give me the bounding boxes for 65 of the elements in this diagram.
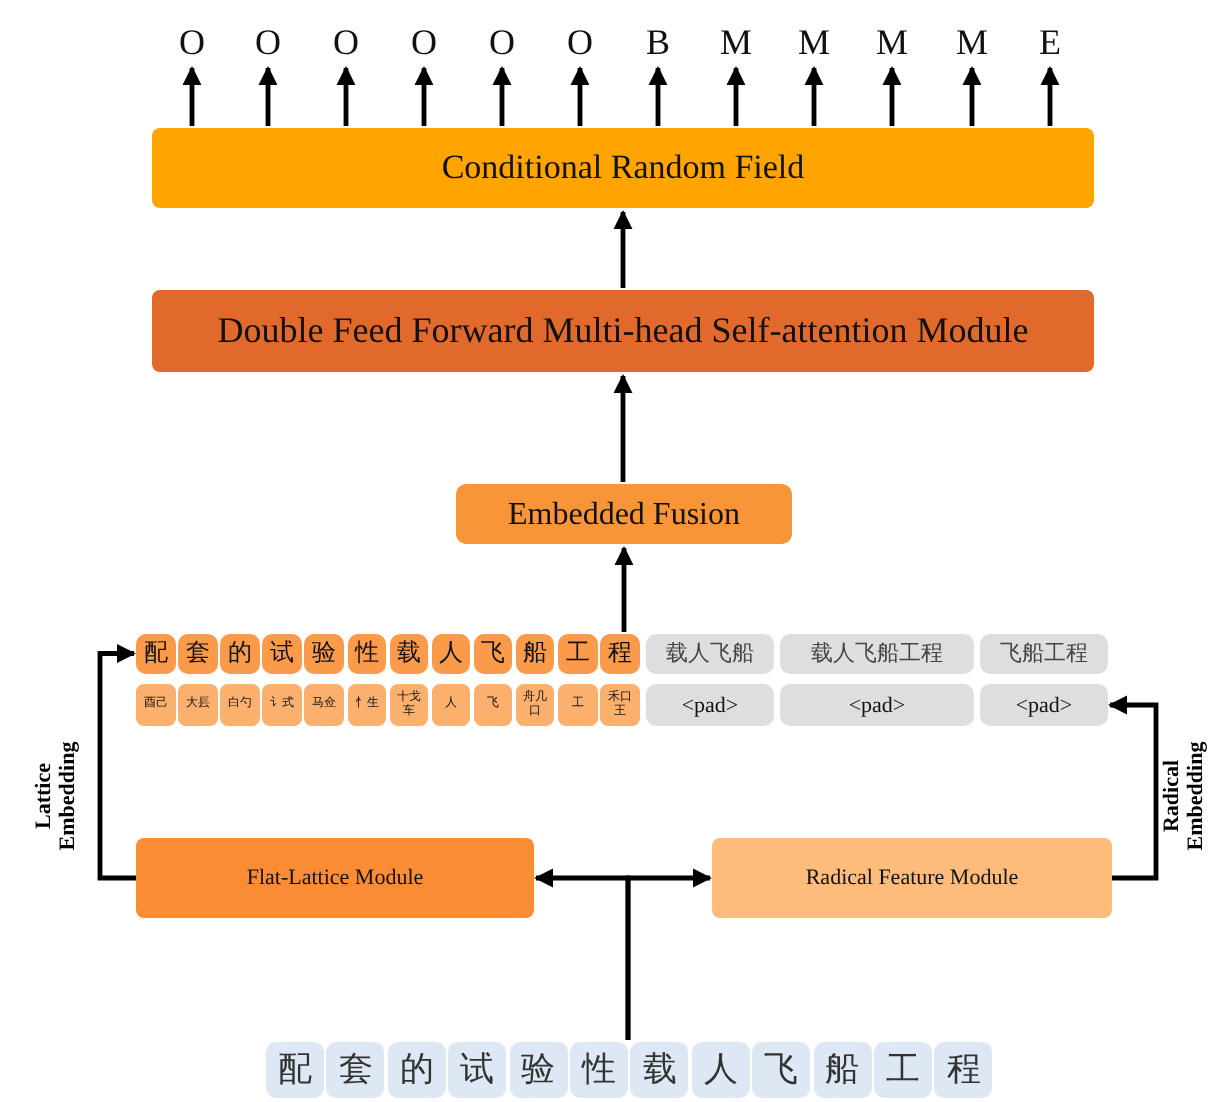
- crf-box: Conditional Random Field: [152, 128, 1094, 208]
- arrow: [613, 374, 633, 482]
- input-character: 性: [570, 1042, 628, 1098]
- character-token: 飞: [473, 634, 513, 673]
- arrow: [1040, 66, 1060, 126]
- word-token: 飞船工程: [980, 634, 1108, 673]
- arrow: [258, 66, 278, 126]
- output-tag: M: [718, 20, 754, 64]
- output-tag: E: [1032, 20, 1068, 64]
- output-tag: O: [250, 20, 286, 64]
- character-token: 性: [347, 634, 386, 673]
- output-tag: O: [328, 20, 364, 64]
- pad-token: <pad>: [980, 684, 1108, 726]
- arrow: [613, 210, 633, 288]
- module-box: Radical Feature Module: [712, 838, 1112, 918]
- character-token: 载: [389, 634, 429, 673]
- character-token: 验: [304, 634, 344, 673]
- output-tag: O: [484, 20, 520, 64]
- character-token: 人: [431, 634, 471, 673]
- input-character: 程: [934, 1042, 993, 1098]
- arrow: [726, 66, 746, 126]
- character-token: 的: [220, 634, 260, 673]
- character-token: 套: [178, 634, 218, 673]
- character-token: 工: [558, 634, 597, 673]
- output-tag: M: [796, 20, 832, 64]
- input-character: 配: [266, 1042, 324, 1098]
- character-token: 试: [262, 634, 302, 673]
- word-token: 载人飞船工程: [780, 634, 974, 673]
- output-tag: M: [954, 20, 990, 64]
- character-token: 船: [515, 634, 555, 673]
- character-token: 程: [600, 634, 640, 673]
- arrow: [804, 66, 824, 126]
- arrow: [882, 66, 902, 126]
- fusion-box: Embedded Fusion: [456, 484, 792, 544]
- output-tag: O: [406, 20, 442, 64]
- arrow: [1108, 695, 1159, 881]
- arrow: [492, 66, 512, 126]
- output-tag: O: [562, 20, 598, 64]
- pad-token: <pad>: [646, 684, 774, 726]
- input-character: 验: [509, 1042, 568, 1098]
- character-token: 配: [136, 634, 175, 673]
- word-token: 载人飞船: [646, 634, 774, 673]
- input-character: 载: [630, 1042, 689, 1098]
- arrow: [97, 643, 136, 881]
- attention-module-box: Double Feed Forward Multi-head Self-attention Module: [152, 290, 1094, 372]
- input-character: 工: [874, 1042, 932, 1098]
- output-tag: M: [874, 20, 910, 64]
- arrow: [648, 66, 668, 126]
- pad-token: <pad>: [780, 684, 974, 726]
- input-character: 船: [813, 1042, 872, 1098]
- arrow: [962, 66, 982, 126]
- output-tag: O: [174, 20, 210, 64]
- arrow: [625, 868, 712, 1040]
- arrow: [182, 66, 202, 126]
- input-character: 试: [448, 1042, 507, 1098]
- module-box: Flat-Lattice Module: [136, 838, 534, 918]
- arrow: [614, 546, 634, 632]
- input-character: 人: [691, 1042, 750, 1098]
- input-character: 套: [326, 1042, 385, 1098]
- arrow: [570, 66, 590, 126]
- arrow: [414, 66, 434, 126]
- input-character: 飞: [752, 1042, 811, 1098]
- output-tag: B: [640, 20, 676, 64]
- input-character: 的: [387, 1042, 446, 1098]
- arrow: [336, 66, 356, 126]
